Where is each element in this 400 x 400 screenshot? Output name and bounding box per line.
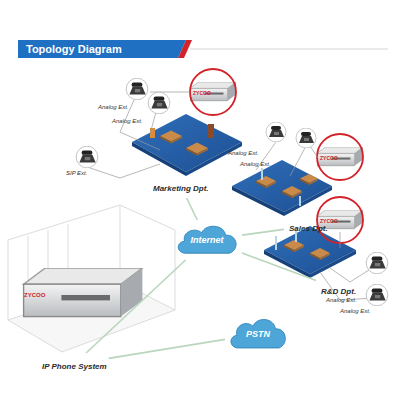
- phone-icon: [76, 78, 388, 306]
- title-banner: [18, 40, 388, 58]
- art-path: [262, 168, 300, 206]
- cloud-outline: [231, 320, 285, 348]
- art-rect: [208, 124, 214, 138]
- rnd-office: [264, 226, 356, 278]
- art-use: [24, 268, 143, 317]
- extension-label: Analog Ext.: [228, 150, 259, 157]
- art-path: [132, 114, 242, 172]
- art-path: [232, 186, 284, 216]
- art-use: [190, 82, 236, 101]
- brand-logo: ZYCOO: [320, 218, 338, 224]
- brand-logo: ZYCOO: [24, 292, 45, 299]
- gateway-device: [190, 69, 363, 243]
- title-text: Topology Diagram: [26, 42, 122, 56]
- system-label: IP Phone System: [42, 355, 107, 373]
- sales-office: [232, 160, 332, 216]
- art-use: [366, 252, 388, 274]
- dept-label: R&D Dpt.: [318, 279, 359, 299]
- pstn-cloud: PSTN: [227, 315, 289, 353]
- art-circle: [190, 69, 236, 115]
- art-path: [186, 142, 242, 176]
- art-use: [317, 147, 363, 166]
- brand-logo: ZYCOO: [193, 90, 211, 96]
- art-use: [284, 240, 304, 252]
- art-use: [160, 130, 182, 143]
- extension-label: Analog Ext.: [326, 297, 357, 304]
- network-link: [242, 253, 316, 281]
- extension-label: Analog Ext.: [112, 118, 143, 125]
- network-link: [242, 229, 284, 235]
- art-path: [310, 146, 318, 158]
- network-link: [187, 198, 198, 220]
- art-use: [300, 174, 318, 185]
- node-text: Marketing Dpt.: [153, 184, 209, 193]
- art-path: [178, 40, 192, 58]
- art-use: [310, 248, 330, 260]
- extension-label: SIP Ext.: [66, 170, 87, 177]
- node-text: R&D Dpt.: [321, 287, 356, 296]
- dept-label: Marketing Dpt.: [150, 176, 212, 196]
- art-path: [290, 146, 306, 176]
- art-circle: [317, 134, 363, 180]
- art-use: [76, 146, 98, 168]
- art-path: [90, 164, 160, 178]
- art-use: [126, 78, 148, 100]
- art-use: [256, 176, 276, 188]
- art-line: [190, 49, 388, 50]
- art-use: [366, 284, 388, 306]
- link-line: [242, 229, 284, 235]
- node-text: IP Phone System: [42, 362, 107, 371]
- node-text: Sales Dpt.: [289, 224, 328, 233]
- node-text: PSTN: [246, 329, 270, 340]
- art-path: [232, 160, 332, 212]
- phone-wire: [90, 92, 374, 300]
- art-path: [330, 268, 372, 282]
- ip-pbx-device: [24, 268, 143, 317]
- extension-label: Analog Ext.: [98, 104, 129, 111]
- server-room: [8, 205, 175, 352]
- art-use: [266, 122, 286, 142]
- extension-label: Analog Ext.: [340, 308, 371, 315]
- cloud-outline: [178, 226, 236, 253]
- art-rect: [150, 128, 155, 138]
- network-link: [109, 339, 225, 358]
- node-text: Internet: [190, 235, 223, 246]
- art-use: [148, 92, 170, 114]
- link-line: [86, 260, 186, 353]
- art-use: [296, 128, 316, 148]
- brand-logo: ZYCOO: [320, 155, 338, 161]
- network-link: [86, 260, 186, 353]
- extension-label: Analog Ext.: [240, 161, 271, 168]
- art-use: [186, 142, 208, 155]
- internet-cloud: Internet: [174, 222, 240, 258]
- link-line: [187, 198, 198, 220]
- art-path: [340, 232, 341, 248]
- link-line: [242, 253, 316, 281]
- art-path: [150, 112, 156, 134]
- art-path: [18, 40, 186, 58]
- link-line: [109, 339, 225, 358]
